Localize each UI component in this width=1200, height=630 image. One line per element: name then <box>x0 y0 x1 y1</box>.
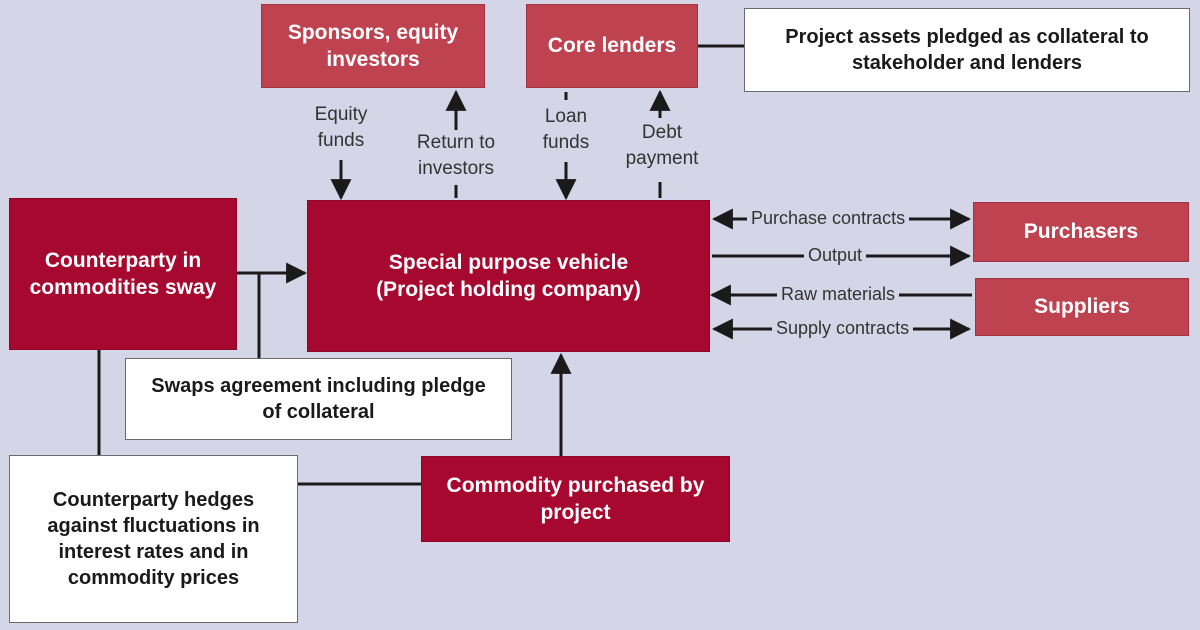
purchasers-label: Purchasers <box>1023 220 1139 244</box>
core-lenders-box: Core lenders <box>526 4 698 88</box>
loan-funds-label: Loan funds <box>542 106 590 153</box>
supply-contracts-label: Supply contracts <box>772 318 914 339</box>
debt-payment-label: Debt payment <box>625 122 699 169</box>
sponsors-box: Sponsors, equity investors <box>261 4 485 88</box>
return-to-investors-label: Return to investors <box>416 132 496 179</box>
counterparty-label: Counterparty in commodities sway <box>29 248 217 299</box>
spv-box: Special purpose vehicle (Project holding… <box>307 200 710 352</box>
purchasers-box: Purchasers <box>973 202 1189 262</box>
core-lenders-label: Core lenders <box>547 34 677 58</box>
purchase-contracts-label: Purchase contracts <box>747 208 910 229</box>
counterparty-box: Counterparty in commodities sway <box>9 198 237 350</box>
raw-materials-label: Raw materials <box>777 284 900 305</box>
swaps-box: Swaps agreement including pledge of coll… <box>125 358 512 440</box>
sponsors-label: Sponsors, equity investors <box>287 20 459 71</box>
output-label: Output <box>804 245 867 266</box>
suppliers-box: Suppliers <box>975 278 1189 336</box>
commodity-box: Commodity purchased by project <box>421 456 730 542</box>
equity-funds-label: Equity funds <box>314 104 368 151</box>
suppliers-label: Suppliers <box>1034 295 1130 319</box>
hedges-label: Counterparty hedges against fluctuations… <box>47 489 260 589</box>
hedges-box: Counterparty hedges against fluctuations… <box>9 455 298 623</box>
swaps-label: Swaps agreement including pledge of coll… <box>151 375 486 423</box>
spv-label-line2: (Project holding company) <box>376 278 641 301</box>
commodity-label: Commodity purchased by project <box>446 473 705 524</box>
collateral-note-label: Project assets pledged as collateral to … <box>785 26 1149 74</box>
spv-label-line1: Special purpose vehicle <box>388 250 629 274</box>
collateral-note-box: Project assets pledged as collateral to … <box>744 8 1190 92</box>
